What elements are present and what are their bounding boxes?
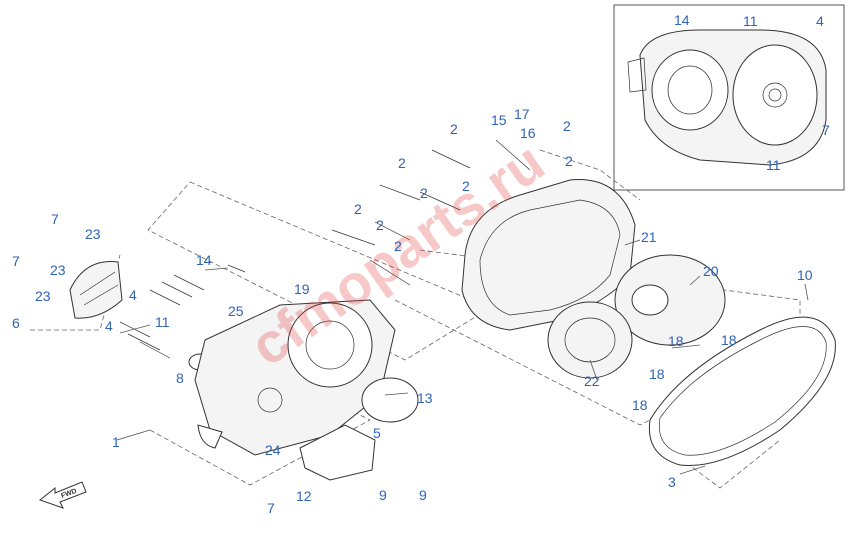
callout-16[interactable]: 16	[520, 125, 536, 141]
callout-2[interactable]: 2	[450, 121, 458, 137]
callout-4[interactable]: 4	[105, 318, 113, 334]
callout-8[interactable]: 8	[176, 370, 184, 386]
callout-2[interactable]: 2	[376, 217, 384, 233]
callout-5[interactable]: 5	[373, 425, 381, 441]
callout-4[interactable]: 4	[129, 287, 137, 303]
callout-22[interactable]: 22	[584, 373, 600, 389]
callout-19[interactable]: 19	[294, 281, 310, 297]
inset-detail-view	[613, 4, 845, 191]
callout-23[interactable]: 23	[50, 262, 66, 278]
callout-17[interactable]: 17	[514, 106, 530, 122]
callout-15[interactable]: 15	[491, 112, 507, 128]
callout-21[interactable]: 21	[641, 229, 657, 245]
callout-2[interactable]: 2	[394, 238, 402, 254]
callout-12[interactable]: 12	[296, 488, 312, 504]
callout-3[interactable]: 3	[668, 474, 676, 490]
callout-18[interactable]: 18	[649, 366, 665, 382]
callout-24[interactable]: 24	[265, 442, 281, 458]
callout-20[interactable]: 20	[703, 263, 719, 279]
callout-9[interactable]: 9	[379, 487, 387, 503]
callout-18[interactable]: 18	[668, 333, 684, 349]
callout-13[interactable]: 13	[417, 390, 433, 406]
callout-2[interactable]: 2	[563, 118, 571, 134]
callout-7[interactable]: 7	[12, 253, 20, 269]
callout-10[interactable]: 10	[797, 267, 813, 283]
callout-23[interactable]: 23	[85, 226, 101, 242]
callout-18[interactable]: 18	[632, 397, 648, 413]
leader-lines	[116, 239, 809, 475]
callout-14[interactable]: 14	[674, 12, 690, 28]
callout-7[interactable]: 7	[822, 122, 830, 138]
callout-23[interactable]: 23	[35, 288, 51, 304]
callout-2[interactable]: 2	[398, 155, 406, 171]
callout-2[interactable]: 2	[420, 185, 428, 201]
callout-6[interactable]: 6	[12, 315, 20, 331]
callout-2[interactable]: 2	[565, 153, 573, 169]
callout-4[interactable]: 4	[816, 13, 824, 29]
forward-arrow-icon: FWD	[38, 481, 87, 509]
callout-1[interactable]: 1	[112, 434, 120, 450]
callout-7[interactable]: 7	[267, 500, 275, 516]
callout-18[interactable]: 18	[721, 332, 737, 348]
callout-7[interactable]: 7	[51, 211, 59, 227]
callout-11[interactable]: 11	[743, 13, 758, 29]
callout-25[interactable]: 25	[228, 303, 244, 319]
callout-2[interactable]: 2	[354, 201, 362, 217]
part-3-gasket	[648, 316, 836, 467]
parts-drawing	[69, 139, 836, 481]
callout-labels: 1 2 2 2 2 2 2 2 2 2 3 4 4 4 5 6 7 7 7 7 …	[12, 12, 830, 516]
part-23-shield	[69, 261, 123, 319]
part-21-outer-cover	[461, 179, 636, 331]
callout-9[interactable]: 9	[419, 487, 427, 503]
callout-11[interactable]: 11	[155, 314, 170, 330]
callout-14[interactable]: 14	[196, 252, 212, 268]
callout-11[interactable]: 11	[766, 157, 781, 173]
callout-2[interactable]: 2	[462, 178, 470, 194]
